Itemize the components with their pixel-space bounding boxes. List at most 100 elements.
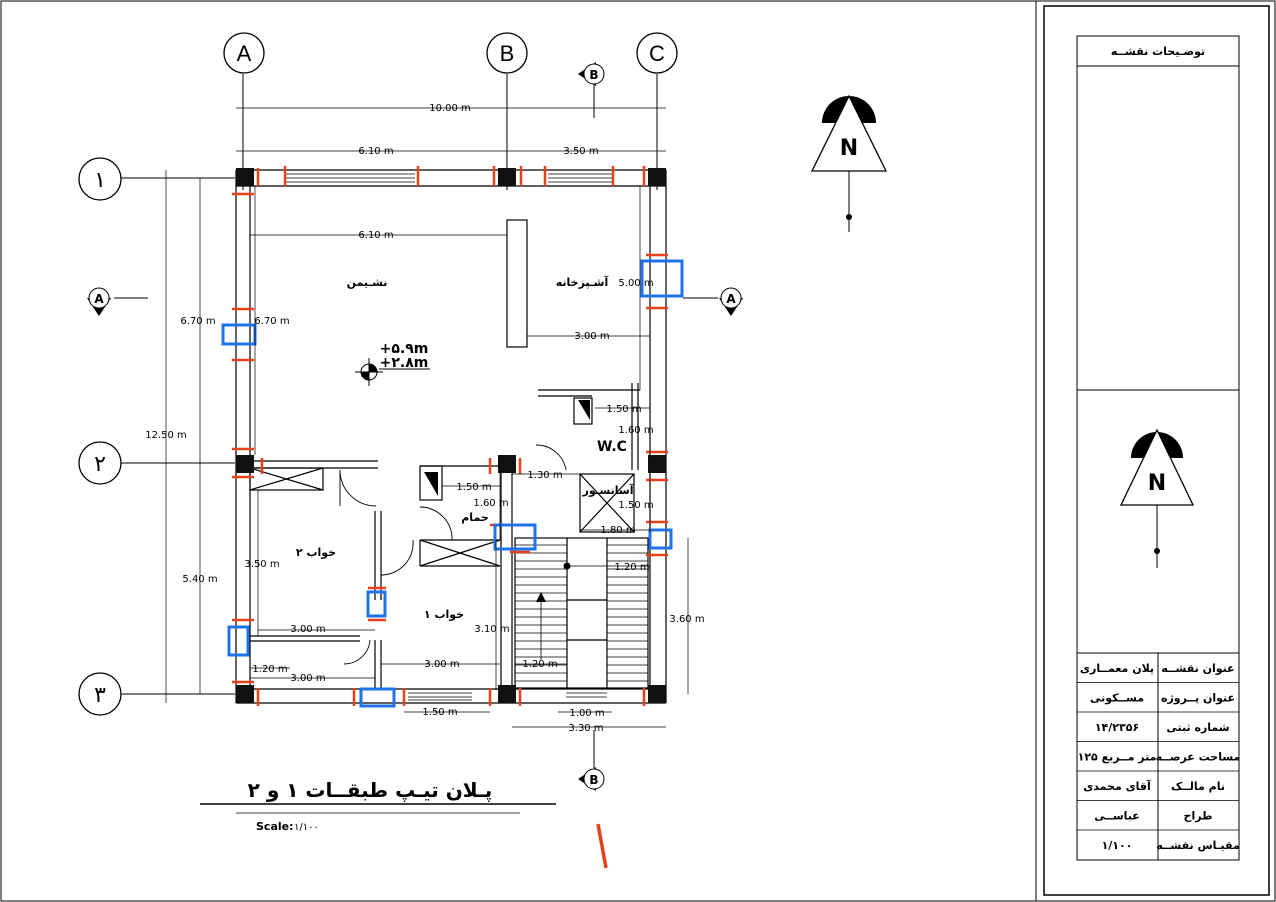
plan-title: پـلان تیـپ طبقــات ۱ و ۲ xyxy=(248,778,493,803)
dim-total-h: 12.50 m xyxy=(145,430,187,441)
walls xyxy=(235,169,667,704)
title-block-value: ۱۴/۲۳۵۶ xyxy=(1095,721,1139,734)
stair-direction-arrow-icon xyxy=(536,592,546,602)
axis-bubble-b: B xyxy=(486,32,528,74)
dim-bed1-w: 3.00 m xyxy=(424,659,459,670)
doors xyxy=(339,444,567,665)
dim-left-inner: 6.70 m xyxy=(254,316,289,327)
title-block-label: مساحت عرصــه xyxy=(1156,750,1241,763)
blue-markers xyxy=(221,259,684,708)
scale-value: ۱/۱۰۰ xyxy=(294,822,319,833)
dim-wc-h: 1.60 m xyxy=(618,425,653,436)
title-block-label: شماره ثبتی xyxy=(1166,721,1229,734)
room-bath: حمام xyxy=(461,511,489,524)
north-arrow-icon: N xyxy=(810,94,888,232)
column xyxy=(498,455,516,473)
plan-title-block: پـلان تیـپ طبقــات ۱ و ۲ Scale: ۱/۱۰۰ xyxy=(200,778,556,833)
section-label-b-bottom: B xyxy=(589,773,598,787)
title-block-label: نام مالــک xyxy=(1171,780,1225,793)
dim-stair-side: 3.60 m xyxy=(669,614,704,625)
dim-wc-w: 1.50 m xyxy=(606,404,641,415)
axis-bubble-c: C xyxy=(636,32,678,74)
dim-elev-h: 1.50 m xyxy=(618,500,653,511)
axis-bubble-1: ۱ xyxy=(78,157,122,201)
room-labels: نشـیمن آشـپزخانه خواب ۲ خواب ۱ حمام W.C … xyxy=(296,275,634,621)
section-marker-a-right: A xyxy=(683,287,743,316)
axis-label-a: A xyxy=(237,41,252,66)
dim-bottom-300: 3.00 m xyxy=(290,673,325,684)
dim-small: 1.20 m xyxy=(252,664,287,675)
section-label-a-left: A xyxy=(94,292,104,306)
title-block-label: عنوان پــروژه xyxy=(1161,691,1235,704)
column xyxy=(236,168,254,186)
room-bedroom1: خواب ۱ xyxy=(424,608,464,621)
dimension-lines xyxy=(165,107,689,728)
section-label-a-right: A xyxy=(726,292,736,306)
section-marker-b-top: B xyxy=(578,62,605,118)
room-living: نشـیمن xyxy=(347,276,388,289)
section-marker-a-left: A xyxy=(87,287,148,316)
bath-fixture-icon xyxy=(424,472,438,496)
room-wc: W.C xyxy=(597,439,627,455)
axis-label-3: ۳ xyxy=(94,682,106,707)
level-value-2: +۲.۸m xyxy=(380,355,429,371)
axis-label-c: C xyxy=(649,41,665,66)
room-bedroom2: خواب ۲ xyxy=(296,546,336,559)
axis-label-b: B xyxy=(500,41,515,66)
axis-label-1: ۱ xyxy=(94,167,106,192)
room-elevator: آسانسـور xyxy=(581,483,633,497)
dim-bed1-h: 3.10 m xyxy=(474,624,509,635)
column xyxy=(498,168,516,186)
dim-bed2-w: 3.00 m xyxy=(290,624,325,635)
dim-kitchen-w: 3.00 m xyxy=(574,331,609,342)
windows xyxy=(285,173,612,701)
dim-bottom-100: 1.00 m xyxy=(569,708,604,719)
level-marker-icon xyxy=(355,358,430,386)
title-block-label: عنوان نقشــه xyxy=(1161,662,1234,675)
structural-columns xyxy=(236,168,666,703)
axis-bubble-3: ۳ xyxy=(78,672,122,716)
title-block-label: طراح xyxy=(1184,809,1213,822)
dim-stair-land: 1.20 m xyxy=(522,659,557,670)
column xyxy=(648,685,666,703)
title-block-value: پلان معمــاری xyxy=(1080,662,1154,675)
north-label: N xyxy=(840,136,858,161)
title-block-label: مقیـاس نقشــه xyxy=(1156,839,1240,852)
axis-label-2: ۲ xyxy=(94,451,106,476)
dim-bottom-330: 3.30 m xyxy=(568,723,603,734)
dim-bath-h: 1.60 m xyxy=(473,498,508,509)
room-kitchen: آشـپزخانه xyxy=(556,275,609,289)
title-block-value: آقای محمدی xyxy=(1083,779,1151,793)
title-block-rows: عنوان نقشــه پلان معمــاری عنوان پــروژه مس… xyxy=(1077,662,1240,852)
axis-bubble-a: A xyxy=(223,32,265,74)
dim-ab-top: 6.10 m xyxy=(358,146,393,157)
stair-dot xyxy=(563,562,571,570)
dim-stair-w: 1.20 m xyxy=(614,562,649,573)
title-block-header: توضـیحات نقشــه xyxy=(1111,45,1205,58)
column xyxy=(236,685,254,703)
axis-bubble-2: ۲ xyxy=(78,441,122,485)
dim-bed2-h: 3.50 m xyxy=(244,559,279,570)
title-block-value: متر مــربع ۱۲۵ xyxy=(1078,750,1157,763)
title-block-value: عباســی xyxy=(1094,809,1140,822)
level-value-1: +۵.۹m xyxy=(380,341,429,357)
title-block xyxy=(1076,35,1240,861)
dim-lower-h: 5.40 m xyxy=(182,574,217,585)
dim-bath-w: 1.50 m xyxy=(456,482,491,493)
column xyxy=(236,455,254,473)
dim-left-outer: 6.70 m xyxy=(180,316,215,327)
dim-wc-door: 1.30 m xyxy=(527,470,562,481)
dimension-labels: 10.00 m 6.10 m 3.50 m 6.10 m 5.00 m 3.00… xyxy=(145,103,704,734)
dim-kitchen-h: 5.00 m xyxy=(618,278,653,289)
dim-total-width: 10.00 m xyxy=(429,103,471,114)
dim-win-bottom: 1.50 m xyxy=(422,707,457,718)
title-block-value: ۱/۱۰۰ xyxy=(1102,839,1133,852)
wc-toilet-icon xyxy=(578,400,590,420)
dim-bc-top: 3.50 m xyxy=(563,146,598,157)
scale-label: Scale: xyxy=(256,820,294,833)
dim-living-inner: 6.10 m xyxy=(358,230,393,241)
north-arrow-titleblock-icon: N xyxy=(1119,428,1195,568)
column xyxy=(498,685,516,703)
section-label-b-top: B xyxy=(589,68,598,82)
